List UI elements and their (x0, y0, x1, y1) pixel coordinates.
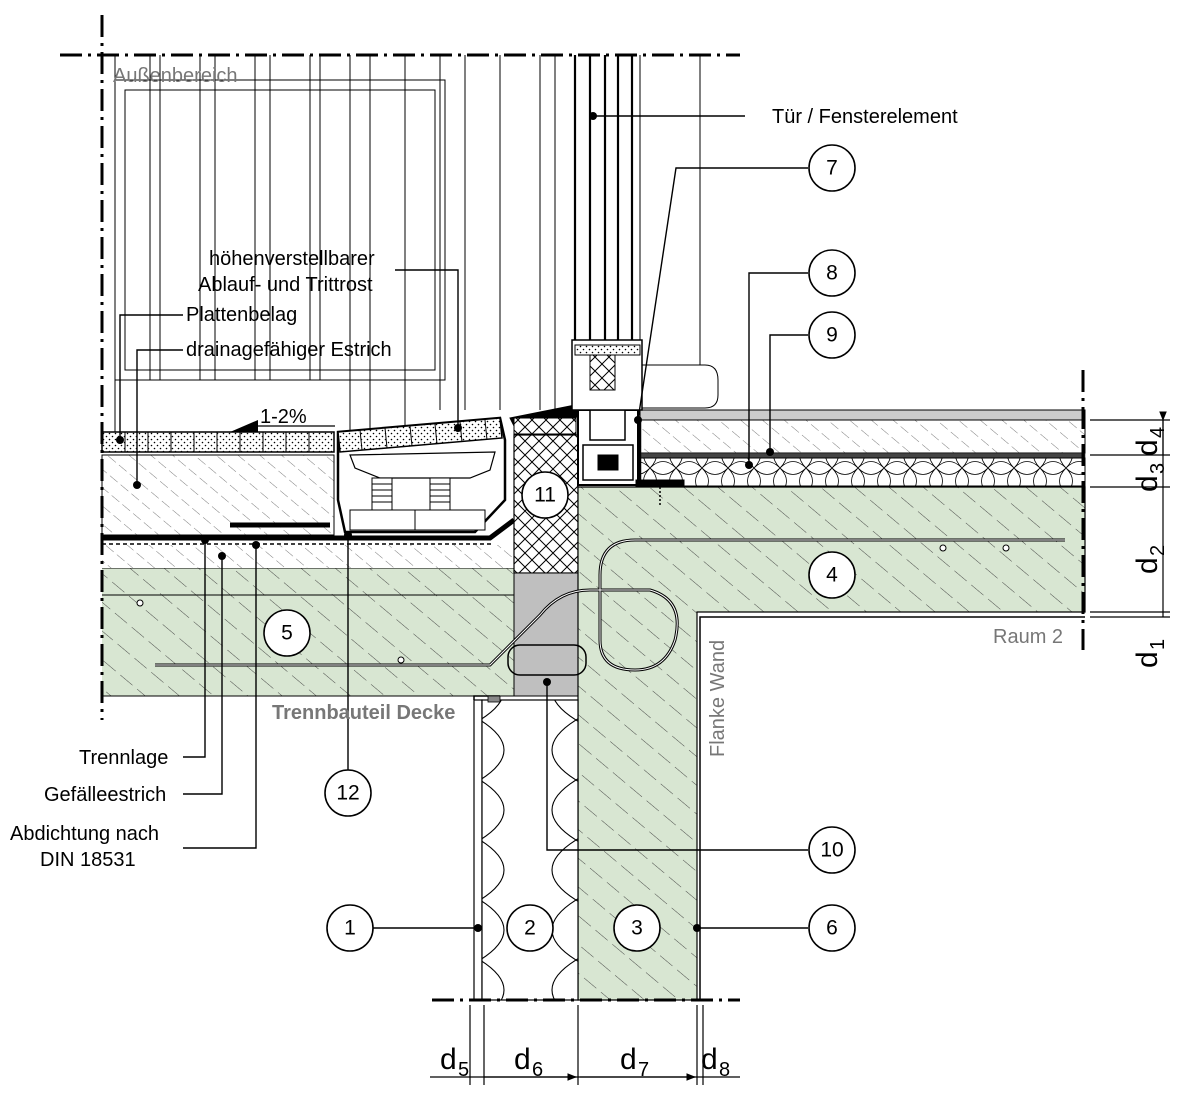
svg-text:d: d (1131, 475, 1164, 492)
svg-text:d: d (620, 1043, 637, 1076)
marker-6: 6 (808, 904, 856, 952)
marker-10: 10 (808, 826, 856, 874)
marker-11: 11 (521, 471, 569, 519)
drainage-screed (101, 454, 335, 536)
svg-text:1: 1 (344, 917, 356, 940)
marker-9: 9 (808, 311, 856, 359)
svg-text:4: 4 (826, 564, 838, 587)
outer-render (473, 699, 483, 1001)
inner-floor-covering (639, 409, 1086, 421)
svg-text:4: 4 (1147, 427, 1169, 438)
marker-4: 4 (808, 551, 856, 599)
dim-d3: d3 (1131, 463, 1169, 492)
label-grate-line1: höhenverstellbarer (209, 248, 375, 270)
marker-5: 5 (263, 609, 311, 657)
waterproofing-line (102, 518, 516, 541)
marker-12: 12 (324, 769, 372, 817)
svg-text:7: 7 (638, 1059, 649, 1081)
marker-3: 3 (613, 904, 661, 952)
label-separation-layer: Trennlage (79, 747, 168, 769)
svg-text:d: d (1131, 651, 1164, 668)
label-slope: 1-2% (260, 406, 307, 428)
slope-screed-layer (102, 545, 514, 568)
vertical-dimension-chain (1090, 411, 1170, 618)
dim-d1: d1 (1131, 639, 1169, 668)
window-elevation (114, 55, 719, 432)
marker-7: 7 (808, 144, 856, 192)
label-grate-line2: Ablauf- und Trittrost (198, 274, 373, 296)
svg-text:d: d (1131, 557, 1164, 574)
label-flank-wall: Flanke Wand (707, 640, 729, 757)
svg-text:8: 8 (826, 262, 838, 285)
svg-text:d: d (514, 1043, 531, 1076)
svg-text:5: 5 (281, 622, 293, 645)
marker-8: 8 (808, 249, 856, 297)
horizontal-dimension-chain (430, 1005, 740, 1085)
svg-text:6: 6 (532, 1059, 543, 1081)
label-slope-screed: Gefälleestrich (44, 784, 166, 806)
svg-text:7: 7 (826, 157, 838, 180)
grey-block (513, 572, 579, 697)
marker-1: 1 (326, 904, 374, 952)
svg-text:3: 3 (1147, 463, 1169, 474)
svg-text:1: 1 (1147, 639, 1169, 650)
svg-text:6: 6 (826, 917, 838, 940)
label-seal-line1: Abdichtung nach (10, 823, 159, 845)
svg-text:d: d (701, 1043, 718, 1076)
svg-text:2: 2 (1147, 545, 1169, 556)
svg-text:d: d (1131, 439, 1164, 456)
svg-text:9: 9 (826, 324, 838, 347)
dim-d4: d4 (1131, 427, 1169, 456)
inner-screed (639, 419, 1086, 454)
label-tiles: Plattenbelag (186, 304, 297, 326)
leader-lines (119, 115, 808, 929)
svg-text:8: 8 (719, 1059, 730, 1081)
svg-text:2: 2 (524, 917, 536, 940)
label-room2: Raum 2 (993, 626, 1063, 648)
label-drain-screed: drainagefähiger Estrich (186, 339, 392, 361)
svg-text:12: 12 (336, 782, 359, 805)
label-separating-slab: Trennbauteil Decke (272, 702, 455, 724)
slope-arrow (230, 420, 258, 432)
label-outside: Außenbereich (113, 65, 238, 87)
impact-insulation (639, 457, 1086, 487)
window-frame-profile (509, 339, 685, 505)
svg-text:5: 5 (458, 1059, 469, 1081)
svg-text:d: d (440, 1043, 457, 1076)
label-door-window: Tür / Fensterelement (772, 106, 958, 128)
drain-grate (336, 416, 507, 534)
label-seal-line2: DIN 18531 (40, 849, 136, 871)
svg-text:10: 10 (820, 839, 843, 862)
dim-d2: d2 (1131, 545, 1169, 574)
svg-text:11: 11 (534, 484, 556, 507)
svg-text:3: 3 (631, 917, 643, 940)
marker-2: 2 (506, 904, 554, 952)
